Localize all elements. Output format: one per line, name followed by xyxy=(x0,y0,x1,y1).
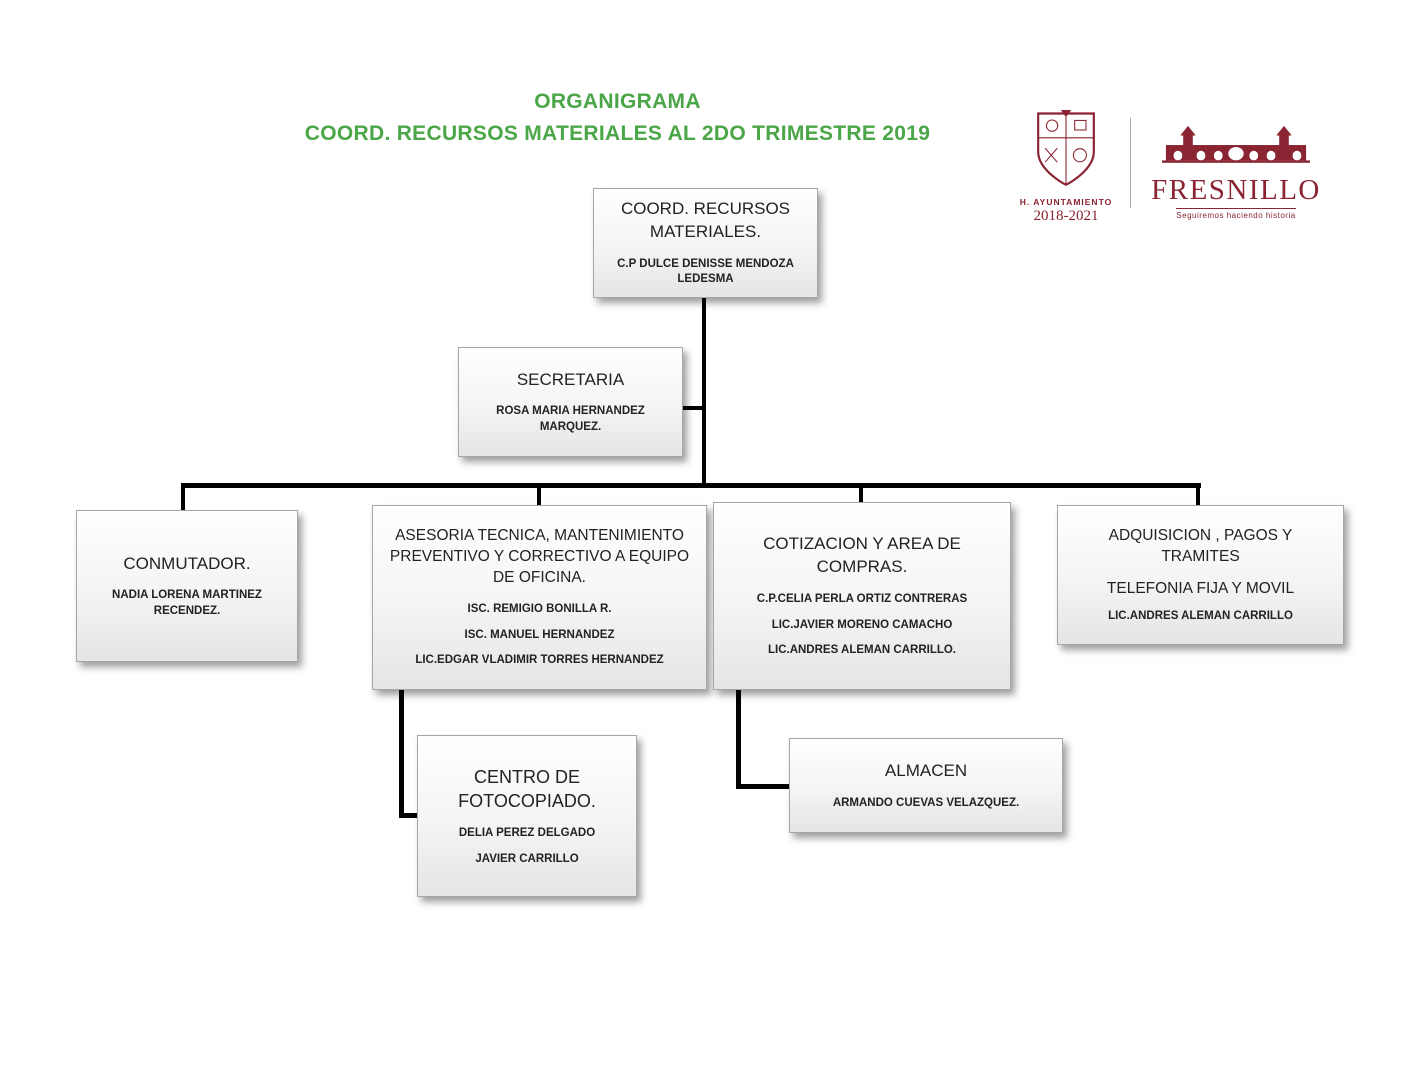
aqueduct-icon xyxy=(1152,125,1320,174)
ayuntamiento-years: 2018-2021 xyxy=(1033,208,1099,224)
person-name: LIC.EDGAR VLADIMIR TORRES HERNANDEZ xyxy=(415,654,664,667)
ayuntamiento-label: H. AYUNTAMIENTO xyxy=(1019,197,1113,207)
org-box-secretaria: SECRETARIA ROSA MARIA HERNANDEZ MARQUEZ. xyxy=(458,347,683,457)
box-title: ASESORIA TECNICA, MANTENIMIENTO PREVENTI… xyxy=(389,527,690,587)
org-box-conmutador: CONMUTADOR. NADIA LORENA MARTINEZ RECEND… xyxy=(76,510,298,662)
connector-main-horizontal xyxy=(181,483,1201,488)
page-title-line2: COORD. RECURSOS MATERIALES AL 2DO TRIMES… xyxy=(304,122,931,145)
person-name: JAVIER CARRILLO xyxy=(475,852,579,865)
box-title: COTIZACION Y AREA DE COMPRAS. xyxy=(763,534,961,577)
org-box-centro-fotocopiado: CENTRO DE FOTOCOPIADO. DELIA PEREZ DELGA… xyxy=(417,735,637,897)
connector-root-vertical xyxy=(702,296,706,488)
fresnillo-logo: FRESNILLO Seguiremos haciendo historia xyxy=(1146,122,1326,223)
person-name: LIC.JAVIER MORENO CAMACHO xyxy=(771,618,953,631)
box-title: CONMUTADOR. xyxy=(123,553,251,573)
org-box-coord-recursos-materiales: COORD. RECURSOS MATERIALES. C.P DULCE DE… xyxy=(593,188,818,298)
person-name: C.P.CELIA PERLA ORTIZ CONTRERAS xyxy=(756,593,968,606)
connector-drop-adquisicion xyxy=(1196,483,1200,507)
page-title-line1: ORGANIGRAMA xyxy=(534,90,701,113)
crest-shield-icon xyxy=(1031,110,1101,194)
person-name: NADIA LORENA MARTINEZ RECENDEZ. xyxy=(112,589,262,617)
person-name: LIC.ANDRES ALEMAN CARRILLO. xyxy=(767,644,957,657)
person-name: ROSA MARIA HERNANDEZ MARQUEZ. xyxy=(496,405,645,433)
person-name: ISC. MANUEL HERNANDEZ xyxy=(464,628,615,641)
org-box-asesoria-tecnica: ASESORIA TECNICA, MANTENIMIENTO PREVENTI… xyxy=(372,505,707,690)
box-title: ADQUISICION , PAGOS Y TRAMITES xyxy=(1108,526,1293,565)
page-title: ORGANIGRAMA COORD. RECURSOS MATERIALES A… xyxy=(260,86,975,150)
person-name: ARMANDO CUEVAS VELAZQUEZ. xyxy=(832,796,1020,809)
person-name: ISC. REMIGIO BONILLA R. xyxy=(467,603,612,616)
ayuntamiento-logo: H. AYUNTAMIENTO 2018-2021 xyxy=(1018,110,1114,225)
connector-drop-conmutador xyxy=(181,483,185,512)
org-box-adquisicion-pagos: ADQUISICION , PAGOS Y TRAMITES TELEFONIA… xyxy=(1057,505,1344,645)
connector-drop-cotizacion xyxy=(859,483,863,504)
connector-fotocopiado-horizontal xyxy=(399,813,419,818)
fresnillo-wordmark: FRESNILLO xyxy=(1151,174,1321,206)
fresnillo-tagline: Seguiremos haciendo historia xyxy=(1176,208,1296,220)
person-name: LIC.ANDRES ALEMAN CARRILLO xyxy=(1108,609,1293,622)
box-subtitle: TELEFONIA FIJA Y MOVIL xyxy=(1106,579,1295,597)
person-name: DELIA PEREZ DELGADO xyxy=(458,827,596,840)
connector-fotocopiado-vertical xyxy=(399,689,404,818)
box-title: ALMACEN xyxy=(884,760,968,780)
org-box-almacen: ALMACEN ARMANDO CUEVAS VELAZQUEZ. xyxy=(789,738,1063,833)
box-title: SECRETARIA xyxy=(516,369,625,389)
person-name: C.P DULCE DENISSE MENDOZA LEDESMA xyxy=(617,257,794,286)
connector-secretaria-stub xyxy=(680,406,706,410)
connector-almacen-horizontal xyxy=(736,784,791,789)
connector-almacen-vertical xyxy=(736,689,741,789)
box-title: CENTRO DE FOTOCOPIADO. xyxy=(458,766,596,811)
connector-drop-asesoria xyxy=(537,483,541,507)
box-title: COORD. RECURSOS MATERIALES. xyxy=(620,199,791,241)
logo-divider xyxy=(1130,118,1131,208)
org-box-cotizacion-compras: COTIZACION Y AREA DE COMPRAS. C.P.CELIA … xyxy=(713,502,1011,690)
